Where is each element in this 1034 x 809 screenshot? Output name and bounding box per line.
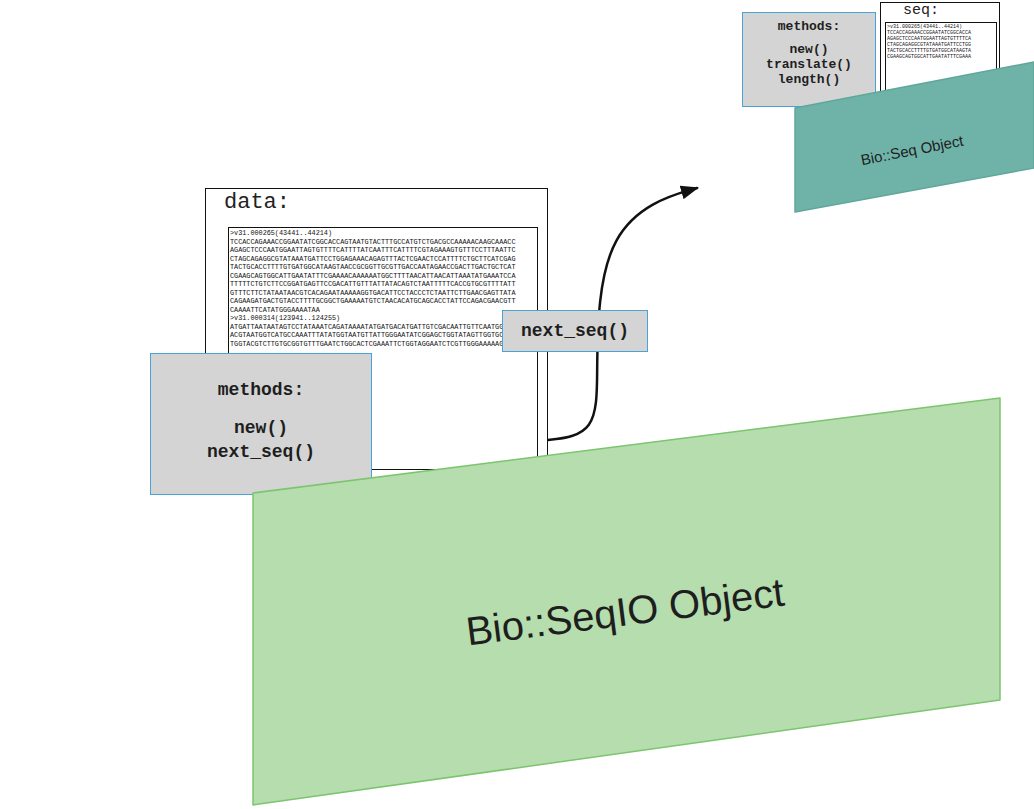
document-title: seq: bbox=[903, 3, 939, 20]
document-title: data: bbox=[224, 191, 290, 215]
method-call-label: next_seq() bbox=[502, 310, 648, 352]
methods-heading: methods: bbox=[151, 378, 371, 402]
method-list: new() next_seq() bbox=[204, 416, 317, 464]
object-label: Bio::Seq Object bbox=[859, 132, 965, 169]
methods-heading: methods: bbox=[743, 19, 875, 35]
object-label: Bio::SeqIO Object bbox=[463, 570, 786, 655]
methods-card: methods: new() next_seq() bbox=[150, 353, 372, 495]
sequence-panel: >v31.000265(43441..44214) TCCACCAGAAACCG… bbox=[885, 22, 997, 114]
method-list: new() translate() length() bbox=[764, 42, 854, 87]
fasta-record: >v31.000314(123941..124255) ATGATTAATAAT… bbox=[230, 314, 536, 348]
seq-object-box: Bio::Seq Object methods:new() translate()… bbox=[697, 0, 1034, 215]
fasta-record: >v31.000265(43441..44214) TCCACCAGAAACCG… bbox=[887, 24, 995, 60]
seq-document: seq: >v31.000265(43441..44214) TCCACCAGAA… bbox=[880, 2, 1000, 114]
methods-card: methods: new() translate() length() bbox=[742, 12, 876, 107]
seqio-object-box: Bio::SeqIO Object data:>v31.000265(43441.… bbox=[0, 180, 1010, 809]
fasta-record: >v31.000265(43441..44214) TCCACCAGAAACCG… bbox=[230, 229, 536, 314]
box-face bbox=[654, 250, 656, 452]
